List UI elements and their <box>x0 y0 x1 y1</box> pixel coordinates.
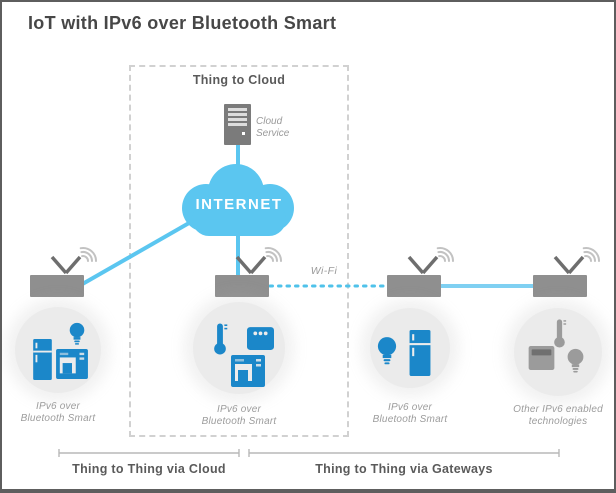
bracket-cloud-label: Thing to Thing via Cloud <box>72 462 226 476</box>
scale-icon <box>528 346 555 370</box>
device-group-3-label: IPv6 over Bluetooth Smart <box>372 402 448 425</box>
thing-to-cloud-label: Thing to Cloud <box>192 73 286 87</box>
router3-gateway <box>387 275 441 297</box>
wifi-label: Wi-Fi <box>310 265 338 277</box>
router1-gateway <box>30 275 84 297</box>
light-bulb-icon <box>377 337 397 365</box>
router2-gateway <box>215 275 269 297</box>
light-bulb-icon <box>567 348 584 373</box>
internet-cloud-icon <box>182 164 294 236</box>
device-group-4 <box>514 308 602 396</box>
refrigerator-icon <box>33 339 52 380</box>
bracket-gateways-label: Thing to Thing via Gateways <box>315 462 493 476</box>
light-bulb-icon <box>69 322 85 345</box>
router1-antenna-icon <box>50 247 97 275</box>
device-group-2 <box>193 302 285 394</box>
bracket-cloud-line <box>58 449 240 457</box>
device-group-1-label: IPv6 over Bluetooth Smart <box>20 401 96 424</box>
thermometer-icon <box>214 323 228 355</box>
thermometer-icon <box>554 319 567 348</box>
smart-device-icon <box>247 327 274 350</box>
router2-antenna-icon <box>235 247 282 275</box>
router4-antenna-icon <box>553 247 600 275</box>
page-title: IoT with IPv6 over Bluetooth Smart <box>28 13 337 33</box>
refrigerator-icon <box>409 330 431 376</box>
device-group-2-label: IPv6 over Bluetooth Smart <box>201 404 277 427</box>
internet-label: INTERNET <box>195 196 283 213</box>
device-group-3 <box>370 308 450 388</box>
router3-antenna-icon <box>407 247 454 275</box>
cloud-server-icon <box>224 104 251 145</box>
bracket-gateways-line <box>248 449 560 457</box>
coffee-maker-icon <box>231 355 265 387</box>
device-group-4-label: Other IPv6 enabled technologies <box>513 404 603 427</box>
device-group-1 <box>15 307 101 393</box>
cloud-service-label: Cloud Service <box>256 116 290 139</box>
coffee-maker-icon <box>56 349 88 379</box>
router4-gateway <box>533 275 587 297</box>
